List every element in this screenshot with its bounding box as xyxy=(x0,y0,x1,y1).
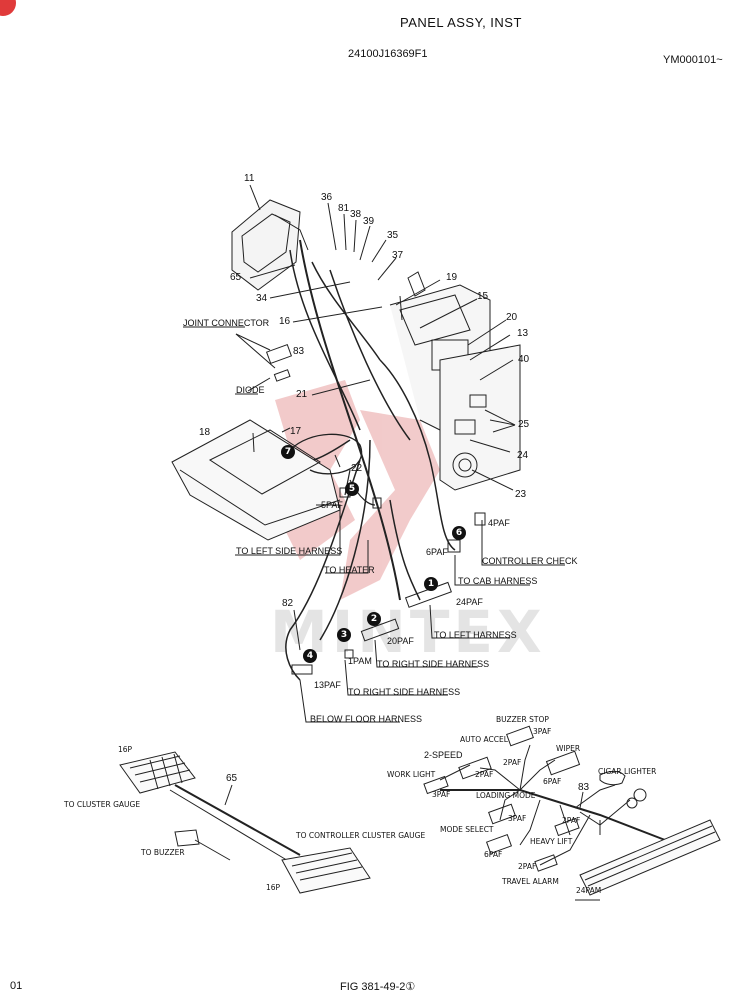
label-1pam: 1PAM xyxy=(348,656,372,666)
label-to-right-side-harness-1: TO RIGHT SIDE HARNESS xyxy=(377,659,490,669)
callout-25: 25 xyxy=(518,419,530,430)
callout-83-detail: 83 xyxy=(578,782,590,793)
callout-22: 22 xyxy=(351,463,363,474)
label-13paf: 13PAF xyxy=(314,680,341,690)
label-2paf-b: 2PAF xyxy=(475,770,494,779)
label-3paf-b: 3PAF xyxy=(432,790,451,799)
callout-36: 36 xyxy=(321,192,333,203)
marker-7: 7 xyxy=(281,445,295,459)
label-buzzer-stop: BUZZER STOP xyxy=(496,715,549,724)
page-number: 01 xyxy=(10,980,23,992)
label-diode: DIODE xyxy=(236,385,265,395)
callout-24: 24 xyxy=(517,450,529,461)
callout-17: 17 xyxy=(290,426,302,437)
callout-35: 35 xyxy=(387,230,399,241)
label-2paf-a: 2PAF xyxy=(503,758,522,767)
label-6paf-a: 6PAF xyxy=(543,777,562,786)
label-work-light: WORK LIGHT xyxy=(387,770,436,779)
label-auto-accel: AUTO ACCEL xyxy=(460,735,508,744)
label-to-heater: TO HEATER xyxy=(324,565,375,575)
label-4paf: 4PAF xyxy=(488,518,510,528)
label-24paf: 24PAF xyxy=(456,597,483,607)
label-2-speed: 2-SPEED xyxy=(424,750,463,760)
label-3paf-c: 3PAF xyxy=(508,814,527,823)
callout-13: 13 xyxy=(517,328,529,339)
label-16p-bottom: 16P xyxy=(266,883,281,892)
page-title: PANEL ASSY, INST xyxy=(400,15,522,30)
label-6paf-b: 6PAF xyxy=(484,850,503,859)
callout-83: 83 xyxy=(293,346,305,357)
label-mode-select: MODE SELECT xyxy=(440,825,494,834)
label-to-controller-cluster-gauge: TO CONTROLLER CLUSTER GAUGE xyxy=(296,831,426,840)
label-to-cab-harness: TO CAB HARNESS xyxy=(458,576,538,586)
label-heavy-lift: HEAVY LIFT xyxy=(530,837,573,846)
label-24pam: 24PAM xyxy=(576,886,602,895)
label-below-floor-harness: BELOW FLOOR HARNESS xyxy=(310,714,423,724)
marker-5: 5 xyxy=(345,482,359,496)
label-20paf: 20PAF xyxy=(387,636,414,646)
label-wiper: WIPER xyxy=(556,744,581,753)
marker-6: 6 xyxy=(452,526,466,540)
callout-21: 21 xyxy=(296,389,308,400)
callout-37: 37 xyxy=(392,250,404,261)
callout-40: 40 xyxy=(518,354,530,365)
label-3paf-a: 3PAF xyxy=(533,727,552,736)
callout-11: 11 xyxy=(244,173,255,184)
cluster-gauge-icon xyxy=(231,199,309,291)
label-cigar-lighter: CIGAR LIGHTER xyxy=(598,767,657,776)
label-6paf: 6PAF xyxy=(426,547,448,557)
label-to-buzzer: TO BUZZER xyxy=(141,848,185,857)
figure-reference: FIG 381-49-2① xyxy=(340,981,416,993)
callout-19: 19 xyxy=(446,272,458,283)
callout-65-detail: 65 xyxy=(226,773,238,784)
label-2paf-d: 2PAF xyxy=(518,862,537,871)
part-code: 24100J16369F1 xyxy=(348,48,428,60)
callout-20: 20 xyxy=(506,312,518,323)
marker-1: 1 xyxy=(424,577,438,591)
label-to-left-side-harness: TO LEFT SIDE HARNESS xyxy=(236,546,343,556)
callout-15: 15 xyxy=(477,291,489,302)
label-travel-alarm: TRAVEL ALARM xyxy=(502,877,559,886)
label-joint-connector: JOINT CONNECTOR xyxy=(183,318,270,328)
label-controller-check: CONTROLLER CHECK xyxy=(482,556,578,566)
callout-23: 23 xyxy=(515,489,527,500)
callout-65: 65 xyxy=(230,272,242,283)
callout-39: 39 xyxy=(363,216,375,227)
callout-18: 18 xyxy=(199,427,211,438)
label-loading-mode: LOADING MODE xyxy=(476,791,536,800)
label-to-cluster-gauge: TO CLUSTER GAUGE xyxy=(64,800,141,809)
label-to-left-harness: TO LEFT HARNESS xyxy=(434,630,517,640)
page-corner-badge xyxy=(0,0,16,16)
callout-81: 81 xyxy=(338,203,350,214)
marker-4: 4 xyxy=(303,649,317,663)
marker-3: 3 xyxy=(337,628,351,642)
marker-2: 2 xyxy=(367,612,381,626)
serial-range: YM000101~ xyxy=(663,54,723,66)
main-harness-drawing xyxy=(423,725,721,901)
label-16p-top: 16P xyxy=(118,745,133,754)
label-to-right-side-harness-2: TO RIGHT SIDE HARNESS xyxy=(348,687,461,697)
label-2paf-c: 2PAF xyxy=(562,816,581,825)
callout-82: 82 xyxy=(282,598,294,609)
label-5paf: 5PAF xyxy=(321,500,343,510)
cluster-harness-drawing xyxy=(119,751,371,894)
callout-38: 38 xyxy=(350,209,362,220)
callout-34: 34 xyxy=(256,293,268,304)
callout-16: 16 xyxy=(279,316,291,327)
